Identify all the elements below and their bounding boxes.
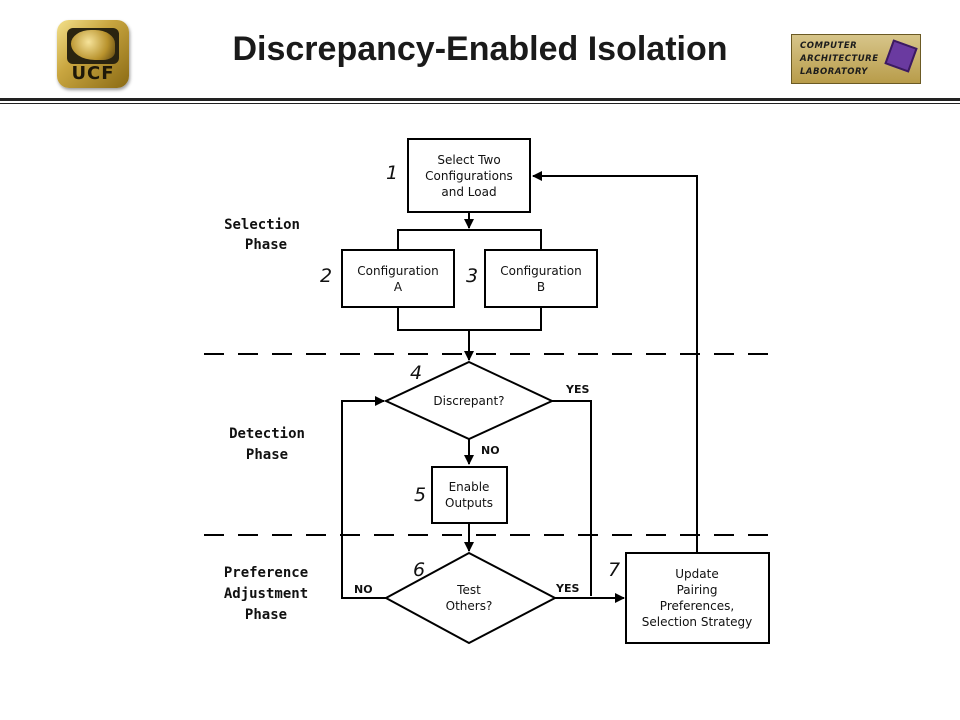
- edge-6-yes-label: YES: [555, 582, 579, 595]
- edge-6-no-label: NO: [354, 583, 373, 596]
- pegasus-icon: [71, 30, 115, 60]
- header-divider: [0, 98, 960, 101]
- edge-4-yes-label: YES: [565, 383, 589, 396]
- detection-phase-label-2: Phase: [246, 447, 288, 463]
- ucf-logo-text: UCF: [71, 63, 115, 84]
- step-number-4: 4: [410, 362, 422, 384]
- detection-phase-label-1: Detection: [229, 426, 305, 442]
- node-7-line-2: Pairing: [677, 583, 718, 597]
- cal-logo-line-3: LABORATORY: [800, 67, 868, 77]
- node-3-line-2: B: [537, 280, 545, 294]
- step-number-2: 2: [320, 265, 332, 287]
- node-1-line-1: Select Two: [437, 153, 500, 167]
- step-number-7: 7: [608, 559, 620, 581]
- node-4-line-1: Discrepant?: [433, 394, 504, 408]
- cal-logo-line-1: COMPUTER: [800, 41, 858, 51]
- header-divider-thin: [0, 103, 960, 104]
- node-2-line-1: Configuration: [357, 264, 438, 278]
- node-3-box: [484, 249, 598, 308]
- selection-phase-label-1: Selection: [224, 217, 300, 233]
- node-7-line-1: Update: [675, 567, 718, 581]
- preference-phase-label-1: Preference: [224, 565, 308, 581]
- step-number-3: 3: [466, 265, 478, 287]
- node-2-box: [341, 249, 455, 308]
- step-number-1: 1: [386, 162, 398, 184]
- node-7-line-3: Preferences,: [660, 599, 734, 613]
- edge-7-feedback: [532, 171, 698, 553]
- node-5-line-2: Outputs: [445, 496, 493, 510]
- edge-4-yes: [552, 400, 592, 596]
- step-number-6: 6: [413, 559, 425, 581]
- node-6-line-2: Others?: [446, 599, 493, 613]
- edge-merge: [397, 307, 542, 331]
- node-7-line-4: Selection Strategy: [642, 615, 753, 629]
- node-6-line-1: Test: [456, 583, 481, 597]
- node-2-line-2: A: [394, 280, 403, 294]
- node-3-line-1: Configuration: [500, 264, 581, 278]
- preference-phase-label-3: Phase: [245, 607, 287, 623]
- edge-4-no-label: NO: [481, 444, 500, 457]
- edge-split: [397, 229, 542, 250]
- node-1-line-2: Configurations: [425, 169, 513, 183]
- node-5-line-1: Enable: [449, 480, 490, 494]
- cal-logo: COMPUTER ARCHITECTURE LABORATORY: [791, 34, 921, 84]
- cal-logo-line-2: ARCHITECTURE: [800, 54, 879, 64]
- node-5-box: [431, 466, 508, 524]
- page-title: Discrepancy-Enabled Isolation: [232, 30, 728, 68]
- ucf-logo: UCF: [57, 20, 129, 88]
- selection-phase-label-2: Phase: [245, 237, 287, 253]
- preference-phase-label-2: Adjustment: [224, 586, 308, 602]
- edge-6-no: [341, 396, 386, 599]
- node-1-line-3: and Load: [441, 185, 496, 199]
- node-7-box: [625, 552, 770, 644]
- node-6-diamond: [383, 551, 558, 645]
- step-number-5: 5: [414, 484, 426, 506]
